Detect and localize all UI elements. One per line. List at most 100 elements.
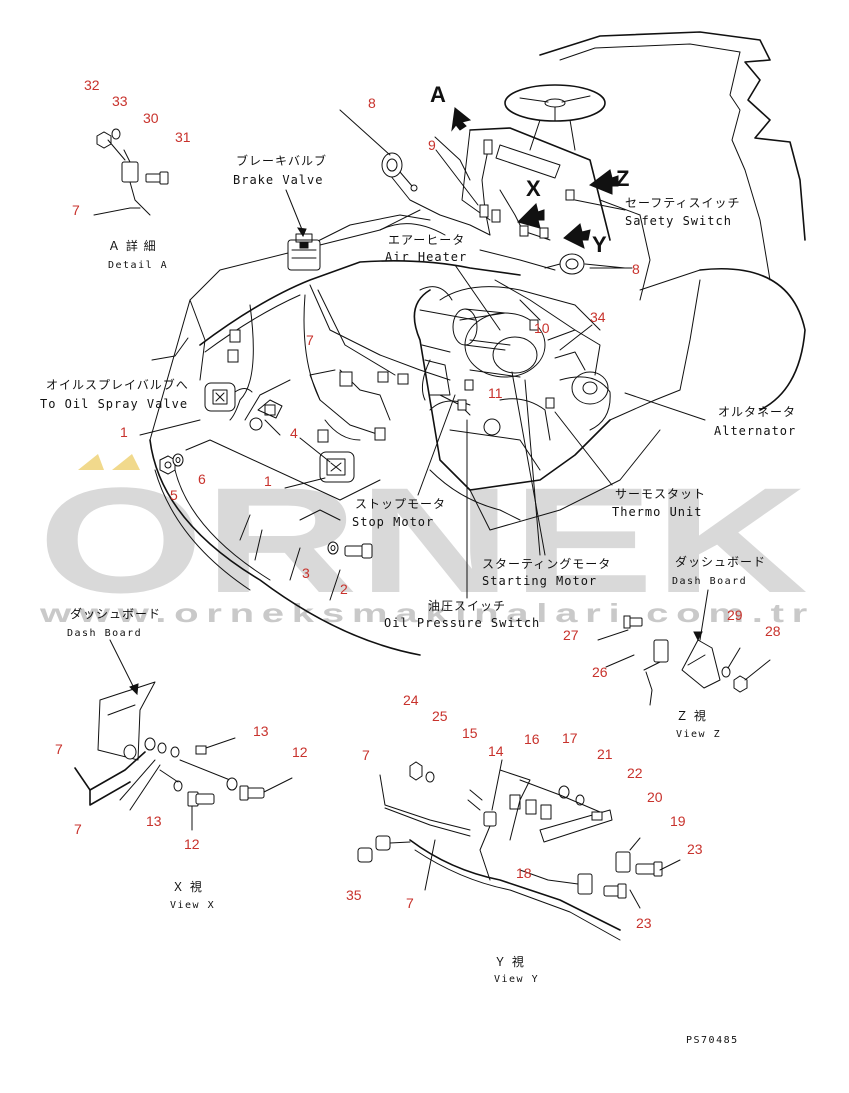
frame-outline [149,209,446,656]
watermark-url: www.orneksmakinalari.com.tr [38,598,815,628]
callout-16: 16 [524,731,540,747]
callout-12-top: 12 [292,744,308,760]
callout-3: 3 [302,565,310,581]
alternator-label-jp: オルタネータ [718,405,796,419]
callout-29: 29 [727,607,743,623]
view-y-caption-jp: Ｙ 視 [494,954,525,969]
safety-switch-label-jp: セーフティスイッチ [625,196,741,210]
lamp-part-upper [204,382,253,412]
callout-11: 11 [488,385,503,401]
view-arrow-x [517,203,545,229]
air-heater-label-en: Air Heater [385,250,467,264]
detail-a-caption-jp: Ａ 詳 細 [108,238,157,253]
callout-2: 2 [340,581,348,597]
alternator-label-en: Alternator [714,424,796,438]
view-arrow-a [451,107,472,132]
oil-spray-label-jp: オイルスプレイバルブへ [46,377,189,392]
oil-pressure-label-en: Oil Pressure Switch [384,616,540,630]
callout-28: 28 [765,623,781,639]
view-x [74,639,293,831]
stop-motor-label-en: Stop Motor [352,515,434,529]
watermark-brand: ORNEK [38,456,808,624]
callout-4: 4 [290,425,298,441]
dash-board-x-label-en: Dash Board [67,628,142,639]
lamp-part-lower [319,451,355,483]
oil-pressure-label-jp: 油圧スイッチ [428,599,506,613]
callout-27: 27 [563,627,579,643]
leader-lines [139,109,706,599]
callout-33: 33 [112,93,128,109]
callout-13-top: 13 [253,723,269,739]
steering-wheel [504,84,606,151]
view-y-caption-en: View Y [494,974,539,985]
drawing-number: PS70485 [686,1035,739,1046]
callout-30: 30 [143,110,159,126]
main-assembly [74,31,806,941]
callout-26: 26 [592,664,608,680]
callout-15: 15 [462,725,478,741]
alternator-part [554,351,609,405]
callout-7-view-y-bottom: 7 [406,895,414,911]
clip-4 [257,399,283,419]
view-letter-a: A [430,82,446,107]
view-x-caption-en: View X [170,900,215,911]
callout-17: 17 [562,730,578,746]
brake-valve-part [287,233,321,271]
dash-board-z-label-en: Dash Board [672,576,747,587]
callout-numbers: 32 33 30 31 7 8 9 8 10 34 11 7 1 4 5 6 1… [55,77,781,931]
stop-motor-label-jp: ストップモータ [355,497,446,511]
nut-5 [159,455,176,475]
horn-part-upper [381,152,418,192]
air-heater-label-jp: エアーヒータ [388,233,465,247]
callout-19: 19 [670,813,686,829]
callout-25: 25 [432,708,448,724]
callout-1-right: 1 [264,473,272,489]
view-letter-y: Y [592,232,607,257]
view-y [357,759,681,941]
callout-6: 6 [198,471,206,487]
brake-valve-label-en: Brake Valve [233,173,323,187]
washer-3 [327,541,339,555]
washer-6 [172,453,184,467]
dash-board-z-label-jp: ダッシュボード [675,554,766,569]
callout-32: 32 [84,77,100,93]
callout-35: 35 [346,887,362,903]
view-arrow-z [588,169,619,195]
callout-22: 22 [627,765,643,781]
callout-5: 5 [170,487,178,503]
thermo-label-jp: サーモスタット [615,487,706,501]
detail-a [93,128,169,216]
callout-9: 9 [428,137,436,153]
detail-a-caption-en: Detail A [108,260,168,271]
callout-7-view-x-top: 7 [55,741,63,757]
callout-31: 31 [175,129,191,145]
brake-valve-label-jp: ブレーキバルブ [236,153,327,168]
callout-21: 21 [597,746,613,762]
thermo-label-en: Thermo Unit [612,505,702,519]
air-heater-part [419,286,506,351]
horn-part-right [544,253,585,275]
callout-13-bottom: 13 [146,813,162,829]
callout-8-right: 8 [632,261,640,277]
view-z-caption-jp: Ｚ 視 [676,708,707,723]
watermark-accent-left [78,454,104,470]
bolt-2 [344,543,373,559]
view-letter-x: X [526,176,541,201]
operator-guard [539,31,806,411]
callout-7-view-x-bottom: 7 [74,821,82,837]
starting-motor-label-jp: スターティングモータ [482,557,611,571]
callout-34: 34 [590,309,606,325]
view-letter-z: Z [616,166,629,191]
callout-12-bottom: 12 [184,836,200,852]
view-z-caption-en: View Z [676,729,721,740]
callout-7-detail-a: 7 [72,202,80,218]
view-arrow-y [563,223,591,249]
callout-10: 10 [534,320,550,336]
callout-18: 18 [516,865,532,881]
callout-7-harness: 7 [306,332,314,348]
callout-1-left: 1 [120,424,128,440]
view-x-caption-jp: Ｘ 視 [172,879,203,894]
watermark: ORNEK www.orneksmakinalari.com.tr [38,454,815,628]
